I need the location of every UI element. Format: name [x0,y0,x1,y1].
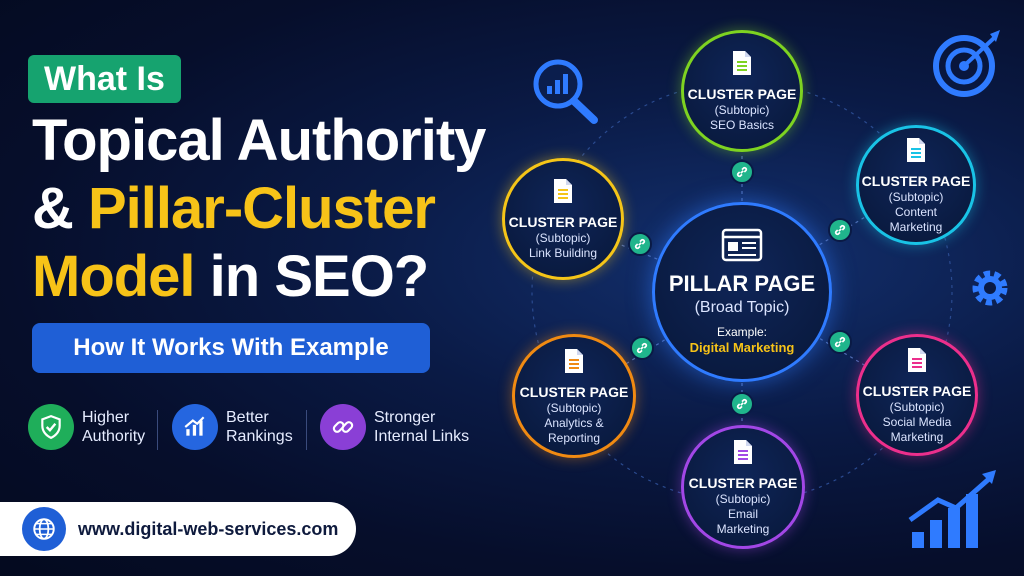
document-icon [905,136,927,169]
link-badge-icon [828,218,852,242]
cluster-topic: SEO Basics [709,118,775,132]
document-icon [552,177,574,210]
cluster-topic: Marketing [716,521,770,536]
cluster-title: CLUSTER PAGE [862,382,972,399]
cluster-title: CLUSTER PAGE [861,172,971,189]
rising-chart-icon [908,470,996,548]
gear-icon [972,270,1008,306]
pillar-example-value: Digital Marketing [689,340,795,355]
pillar-title: PILLAR PAGE [668,271,816,296]
divider [306,410,307,450]
divider [157,410,158,450]
headline-model: Model [32,244,196,309]
website-url-pill[interactable]: www.digital-web-services.com [0,502,356,556]
cluster-subtitle: (Subtopic) [714,103,770,117]
what-is-tag: What Is [28,55,181,103]
cluster-node-analytics-reporting[interactable]: CLUSTER PAGE (Subtopic) Analytics & Repo… [512,334,636,458]
webpage-icon [721,228,763,267]
cluster-subtitle: (Subtopic) [888,189,944,204]
link-badge-icon [630,336,654,360]
magnifier-chart-icon [533,59,598,124]
pillar-subtitle: (Broad Topic) [694,299,790,316]
cluster-title: CLUSTER PAGE [519,383,629,400]
chart-up-icon [172,404,218,450]
benefit-label-line-1: Better [226,409,269,426]
headline-pillar-cluster: Pillar-Cluster [88,176,436,241]
cluster-node-link-building[interactable]: CLUSTER PAGE (Subtopic) Link Building [502,158,624,280]
headline-in-seo: in SEO? [194,244,430,309]
benefit-label-line-2: Authority [82,428,146,445]
cluster-topic: Social Media [882,414,952,429]
document-icon [563,347,585,380]
cluster-title: CLUSTER PAGE [508,214,618,230]
cluster-topic: Content [894,204,938,219]
cluster-topic: Marketing [890,429,944,444]
cluster-title: CLUSTER PAGE [687,86,797,102]
benefit-label-line-2: Internal Links [374,428,470,445]
cluster-node-content-marketing[interactable]: CLUSTER PAGE (Subtopic) Content Marketin… [856,125,976,245]
cluster-topic: Analytics & [544,415,604,430]
headline-line-3: Model in SEO? [32,244,430,310]
connector-line [573,291,743,397]
cluster-topic: Email [727,506,758,521]
cluster-topic: Marketing [889,219,943,234]
website-url[interactable]: www.digital-web-services.com [78,518,339,539]
benefit-label-line-1: Stronger [374,409,436,426]
pillar-page-node[interactable]: PILLAR PAGE (Broad Topic) Example: Digit… [652,202,832,382]
cluster-node-email-marketing[interactable]: CLUSTER PAGE (Subtopic) Email Marketing [681,425,805,549]
link-badge-icon [628,232,652,256]
document-icon [732,438,754,471]
cluster-subtitle: (Subtopic) [535,231,591,245]
link-icon [320,404,366,450]
benefit-label-line-1: Higher [82,409,130,426]
headline-line-1: Topical Authority [32,108,486,173]
shield-check-icon [28,404,74,450]
cluster-subtitle: (Subtopic) [889,399,945,414]
cluster-subtitle: (Subtopic) [715,491,771,506]
link-badge-icon [730,392,754,416]
benefit-label-line-2: Rankings [226,428,293,445]
cluster-node-social-media-marketing[interactable]: CLUSTER PAGE (Subtopic) Social Media Mar… [856,334,978,456]
link-badge-icon [828,330,852,354]
headline-line-2: & Pillar-Cluster [32,176,436,242]
subtitle-banner: How It Works With Example [32,323,430,373]
pillar-example-label: Example: [716,325,768,339]
document-icon [731,49,753,82]
cluster-topic: Reporting [547,430,601,445]
document-icon [906,346,928,379]
cluster-subtitle: (Subtopic) [546,400,602,415]
cluster-title: CLUSTER PAGE [688,474,798,491]
headline-ampersand: & [32,176,88,241]
cluster-node-seo-basics[interactable]: CLUSTER PAGE (Subtopic) SEO Basics [681,30,803,152]
target-icon [933,30,1000,97]
link-badge-icon [730,160,754,184]
cluster-topic: Link Building [528,246,598,260]
globe-icon [22,507,66,551]
